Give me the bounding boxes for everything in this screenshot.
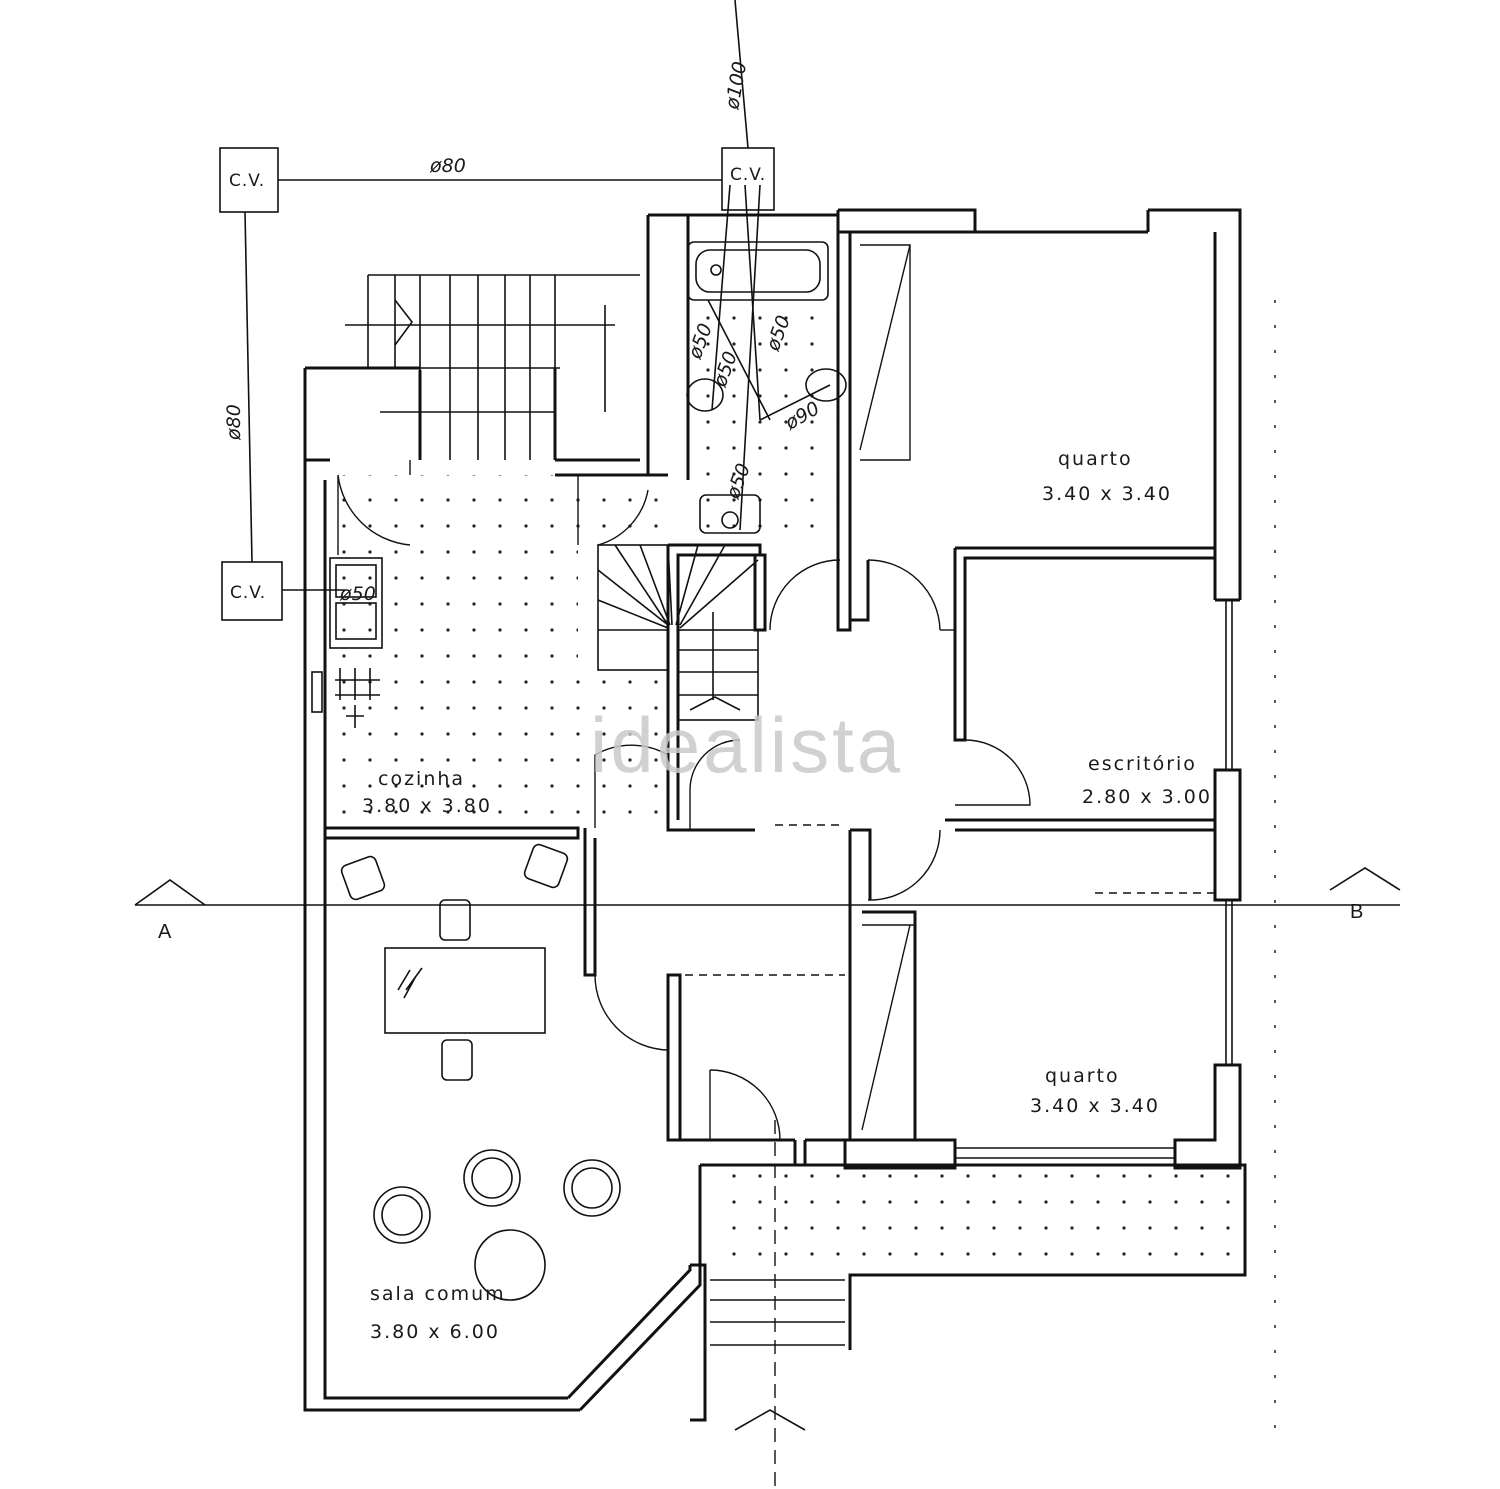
room-name-quarto-top: quarto: [1058, 448, 1133, 470]
stairs-upper: [345, 275, 615, 460]
section-markers: A B: [134, 300, 1401, 1489]
room-size-sala-comum: 3.80 x 6.00: [370, 1321, 500, 1343]
inspection-box-label: C.V.: [230, 583, 266, 603]
tiled-floors: [338, 300, 1238, 1270]
doors: [337, 244, 1215, 1141]
inspection-box-label: C.V.: [229, 171, 265, 191]
room-name-escritorio: escritório: [1088, 753, 1197, 775]
room-name-quarto-bottom: quarto: [1045, 1065, 1120, 1087]
room-size-cozinha: 3.80 x 3.80: [362, 795, 492, 817]
pipe-label: ø80: [429, 155, 466, 177]
walls: [303, 208, 1247, 1422]
pipe-label: ø80: [223, 404, 245, 441]
stairs-spiral: [597, 544, 759, 721]
sala-furniture: [340, 843, 621, 1301]
kitchen-fixtures: ø50: [329, 557, 383, 728]
room-size-quarto-top: 3.40 x 3.40: [1042, 483, 1172, 505]
room-size-quarto-bottom: 3.40 x 3.40: [1030, 1095, 1160, 1117]
section-marker-b: B: [1350, 901, 1363, 923]
section-marker-a: A: [158, 921, 172, 943]
watermark: idealista: [590, 701, 903, 789]
room-name-cozinha: cozinha: [378, 768, 465, 790]
pipe-label: ø100: [721, 60, 751, 112]
inspection-box-label: C.V.: [730, 165, 766, 185]
room-name-sala-comum: sala comum: [370, 1283, 506, 1305]
pipe-label: ø50: [339, 583, 376, 605]
room-size-escritorio: 2.80 x 3.00: [1082, 786, 1212, 808]
